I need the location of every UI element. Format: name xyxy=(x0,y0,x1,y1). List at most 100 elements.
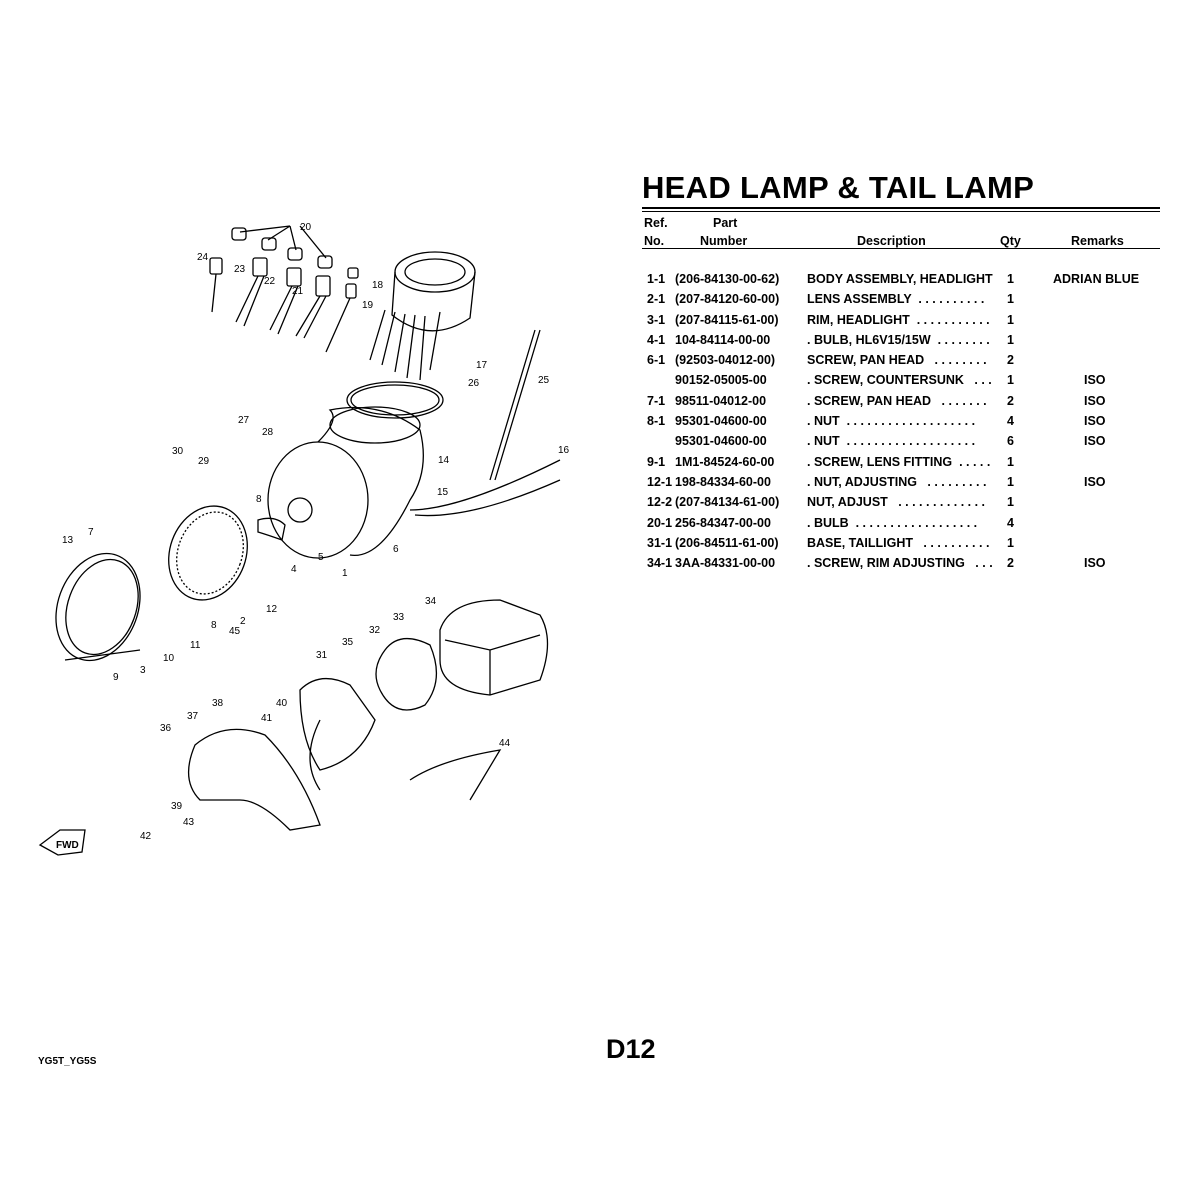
description: RIM, HEADLIGHT . . . . . . . . . . . xyxy=(807,312,990,327)
callout-number: 24 xyxy=(197,252,209,263)
table-row: 6-1 (92503-04012-00) SCREW, PAN HEAD . . .… xyxy=(647,353,1157,373)
callout-number: 30 xyxy=(172,446,184,457)
ref-no: 9-1 xyxy=(647,454,666,469)
ref-no: 6-1 xyxy=(647,353,666,368)
description: . NUT, ADJUSTING . . . . . . . . . xyxy=(807,474,987,489)
callout-number: 39 xyxy=(171,801,183,812)
part-number: 198-84334-60-00 xyxy=(675,474,771,489)
description: . NUT . . . . . . . . . . . . . . . . . … xyxy=(807,414,976,429)
qty: 4 xyxy=(1007,414,1014,429)
header-part-line2: Number xyxy=(700,234,748,248)
part-number: 1M1-84524-60-00 xyxy=(675,454,775,469)
part-number: (206-84511-61-00) xyxy=(675,535,779,550)
callout-number: 19 xyxy=(362,300,374,311)
ref-no: 34-1 xyxy=(647,556,673,571)
model-code: YG5T_YG5S xyxy=(38,1056,97,1067)
description: BODY ASSEMBLY, HEADLIGHT xyxy=(807,272,993,286)
part-number: 256-84347-00-00 xyxy=(675,515,771,530)
table-row: 90152-05005-00 . SCREW, COUNTERSUNK . . .… xyxy=(647,373,1157,393)
callout-number: 35 xyxy=(342,637,354,648)
callout-number: 10 xyxy=(163,653,175,664)
qty: 1 xyxy=(1007,312,1014,327)
description: . SCREW, COUNTERSUNK . . . xyxy=(807,373,992,388)
remarks: ISO xyxy=(1084,434,1106,449)
description: . NUT . . . . . . . . . . . . . . . . . … xyxy=(807,434,976,449)
remarks: ADRIAN BLUE xyxy=(1053,272,1140,286)
header-ref-line2: No. xyxy=(644,234,665,248)
callout-number: 26 xyxy=(468,378,480,389)
table-row: 95301-04600-00. NUT . . . . . . . . . . … xyxy=(647,434,1157,454)
callout-number: 6 xyxy=(393,544,399,555)
part-number: 104-84114-00-00 xyxy=(675,332,771,347)
ref-no: 31-1 xyxy=(647,535,673,550)
qty: 2 xyxy=(1007,393,1014,408)
remarks: ISO xyxy=(1084,393,1106,408)
gasket-32-drawing xyxy=(375,638,438,711)
taillight-base-drawing xyxy=(299,678,376,771)
taillight-wire-drawing xyxy=(309,719,502,801)
callout-number: 33 xyxy=(393,612,405,623)
license-bracket-drawing xyxy=(188,728,321,831)
ref-no: 4-1 xyxy=(647,332,666,347)
part-number: (206-84130-00-62) xyxy=(675,272,780,286)
fwd-label: FWD xyxy=(56,840,79,851)
headlight-body-drawing xyxy=(267,406,561,559)
header-remarks: Remarks xyxy=(1071,234,1124,248)
callout-number: 1 xyxy=(342,568,348,579)
ref-no: 12-2 xyxy=(647,495,673,510)
callout-number: 41 xyxy=(261,713,273,724)
header-part-line1: Part xyxy=(713,216,738,230)
callout-number: 40 xyxy=(276,698,288,709)
callout-number: 23 xyxy=(234,264,246,275)
part-number: 95301-04600-00 xyxy=(675,414,767,429)
qty: 1 xyxy=(1007,332,1014,347)
part-number: (207-84120-60-00) xyxy=(675,292,780,307)
headlight-rim-drawing xyxy=(55,552,141,662)
taillight-lens-drawing xyxy=(439,599,549,696)
callout-number: 15 xyxy=(437,487,449,498)
callout-number: 38 xyxy=(212,698,224,709)
table-row: 4-1 104-84114-00-00 . BULB, HL6V15/15W . .… xyxy=(647,333,1157,353)
qty: 1 xyxy=(1007,474,1014,489)
callout-number: 3 xyxy=(140,665,146,676)
speedometer-cable-drawing xyxy=(489,329,541,481)
table-row: 2-1(207-84120-60-00)LENS ASSEMBLY . . . … xyxy=(647,292,1157,312)
callout-number: 31 xyxy=(316,650,328,661)
description: . SCREW, LENS FITTING . . . . . xyxy=(807,454,991,469)
ref-no: 20-1 xyxy=(647,515,673,530)
callout-number: 9 xyxy=(113,672,119,683)
ref-no: 2-1 xyxy=(647,292,666,307)
callout-number: 27 xyxy=(238,415,250,426)
description: . SCREW, PAN HEAD . . . . . . . xyxy=(807,393,987,408)
remarks: ISO xyxy=(1084,373,1106,388)
qty: 1 xyxy=(1007,454,1014,469)
callout-number: 2 xyxy=(240,616,246,627)
callout-number: 37 xyxy=(187,711,199,722)
description: . BULB . . . . . . . . . . . . . . . . .… xyxy=(807,515,978,530)
callout-number: 7 xyxy=(88,527,94,538)
description: SCREW, PAN HEAD . . . . . . . . xyxy=(807,353,987,368)
callout-number: 17 xyxy=(476,360,488,371)
qty: 1 xyxy=(1007,292,1014,307)
title-rule xyxy=(642,207,1160,212)
fwd-arrow-icon xyxy=(38,829,86,856)
callout-number: 29 xyxy=(198,456,210,467)
description: . BULB, HL6V15/15W . . . . . . . . xyxy=(807,332,990,347)
callout-number: 44 xyxy=(499,738,511,749)
part-number: 90152-05005-00 xyxy=(675,373,767,388)
callout-number: 45 xyxy=(229,626,241,637)
qty: 4 xyxy=(1007,515,1014,530)
callout-number: 8 xyxy=(211,620,217,631)
part-number: (92503-04012-00) xyxy=(675,353,776,368)
callout-number: 25 xyxy=(538,375,550,386)
callout-number: 32 xyxy=(369,625,381,636)
callout-number: 43 xyxy=(183,817,195,828)
speedometer-drawing xyxy=(369,251,476,381)
callout-number: 11 xyxy=(190,640,201,651)
remarks: ISO xyxy=(1084,414,1106,429)
table-row: 1-1(206-84130-00-62)BODY ASSEMBLY, HEADL… xyxy=(647,272,1157,292)
